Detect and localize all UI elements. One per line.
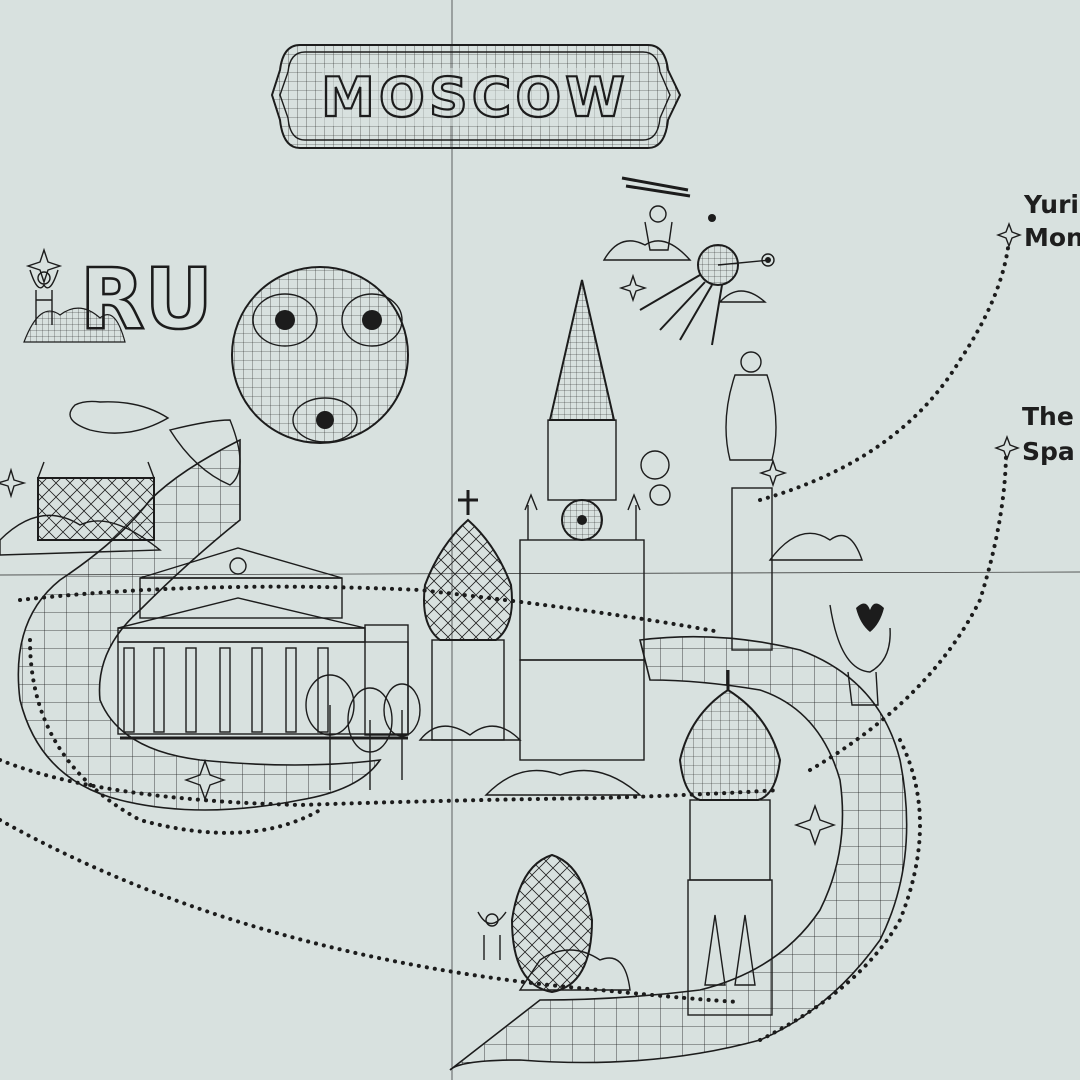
sputnik-icon — [639, 244, 775, 346]
callout-yuri-line2: Mon — [1024, 223, 1080, 252]
right-ribbon — [449, 635, 908, 1071]
gagarin-monument — [725, 351, 863, 651]
onion-dome-church — [418, 490, 522, 741]
sparkles — [183, 214, 837, 847]
callout-space: The Spa — [994, 402, 1075, 466]
cheering-mascot-icon — [829, 603, 891, 706]
ru-lettering: RU — [23, 247, 214, 349]
left-ribbon — [17, 438, 382, 811]
cheering-figure-icon — [23, 269, 126, 343]
callout-star-icon — [994, 435, 1020, 461]
callout-yuri: Yuri Mon — [996, 190, 1080, 252]
trees — [305, 674, 421, 790]
callout-space-line2: Spa — [1022, 437, 1075, 466]
callout-space-line1: The — [1022, 402, 1074, 431]
faberge-egg-icon — [477, 853, 631, 994]
poster-title: MOSCOW — [321, 66, 629, 129]
bolshoi-theatre — [117, 547, 409, 740]
star-icon — [25, 247, 63, 285]
theatre-columns — [123, 647, 329, 733]
spasskaya-tower — [484, 279, 645, 796]
goal-net-icon — [0, 461, 162, 556]
bell-tower — [678, 670, 782, 1016]
callout-star-icon — [996, 222, 1022, 248]
title-cartouche: MOSCOW — [270, 44, 682, 149]
callout-yuri-line1: Yuri — [1023, 190, 1079, 219]
worker-statue — [602, 176, 692, 261]
dotted-paths — [0, 246, 1010, 1042]
